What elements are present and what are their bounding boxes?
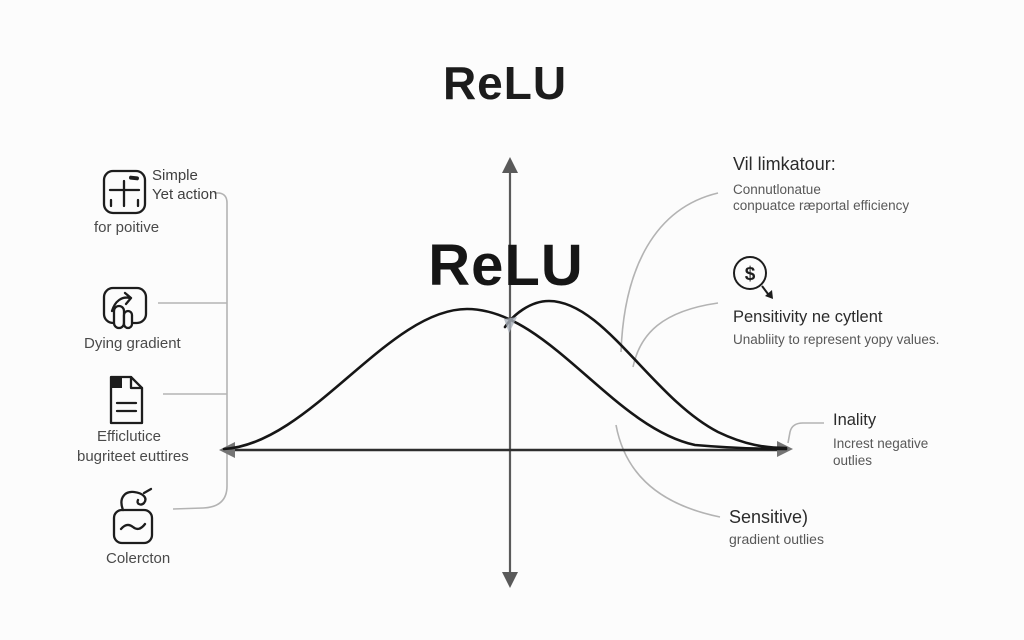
left-item-efficiency-line1: Efficlutice [97, 428, 161, 445]
right-connectors [615, 192, 824, 518]
document-icon [109, 375, 144, 425]
right-item-sensitive-heading: Sensitive) [729, 507, 809, 527]
right-item-inality-line1: Increst negative [833, 436, 929, 451]
curve-crossing-shade [504, 317, 517, 333]
horizontal-axis [219, 441, 793, 458]
bell-curves [222, 299, 788, 451]
dollar-glyph: $ [745, 264, 756, 285]
left-item-collection-caption: Colercton [106, 550, 171, 567]
left-item-simple-line2: Yet action [152, 186, 218, 203]
left-item-efficiency-line2: bugriteet euttires [77, 448, 189, 465]
grid-table-icon [102, 169, 147, 215]
center-relu-label: ReLU [428, 233, 584, 298]
right-item-inality-heading: Inality [833, 411, 877, 429]
left-item-dying-gradient-caption: Dying gradient [84, 335, 181, 352]
right-item-inality-line2: outlies [833, 453, 873, 468]
right-item-sensitivity-heading: Pensitivity ne cytlent [733, 308, 883, 326]
vertical-axis [502, 157, 518, 588]
connector-sensitive [615, 424, 721, 518]
page-title: ReLU [442, 57, 568, 109]
left-bell-curve [222, 307, 788, 451]
right-item-sensitivity-line1: Unabliity to represent yopy values. [733, 332, 940, 347]
right-item-sensitive-line1: gradient outlies [729, 531, 824, 547]
right-item-linearity-line2: conpuatce ræportal efficiency [733, 198, 910, 213]
right-item-linearity-heading: Vil limkatour: [733, 154, 836, 174]
right-item-linearity-line1: Connutlonatue [733, 182, 821, 197]
left-item-simple-caption: for poitive [94, 219, 160, 236]
left-item-simple: Simple Yet action [152, 166, 217, 204]
connector-linearity [620, 192, 719, 353]
right-bell-curve [503, 299, 788, 450]
dollar-search-icon: $ [733, 256, 773, 299]
axis-arrow-up-icon [502, 157, 518, 173]
arrow-up-blocked-icon [102, 286, 148, 330]
connector-sensitivity [632, 302, 719, 368]
lock-curl-icon [112, 487, 154, 545]
connector-inality [787, 422, 824, 444]
left-item-simple-line1: Simple [152, 167, 198, 184]
left-bracket [158, 192, 228, 510]
axis-arrow-down-icon [502, 572, 518, 588]
